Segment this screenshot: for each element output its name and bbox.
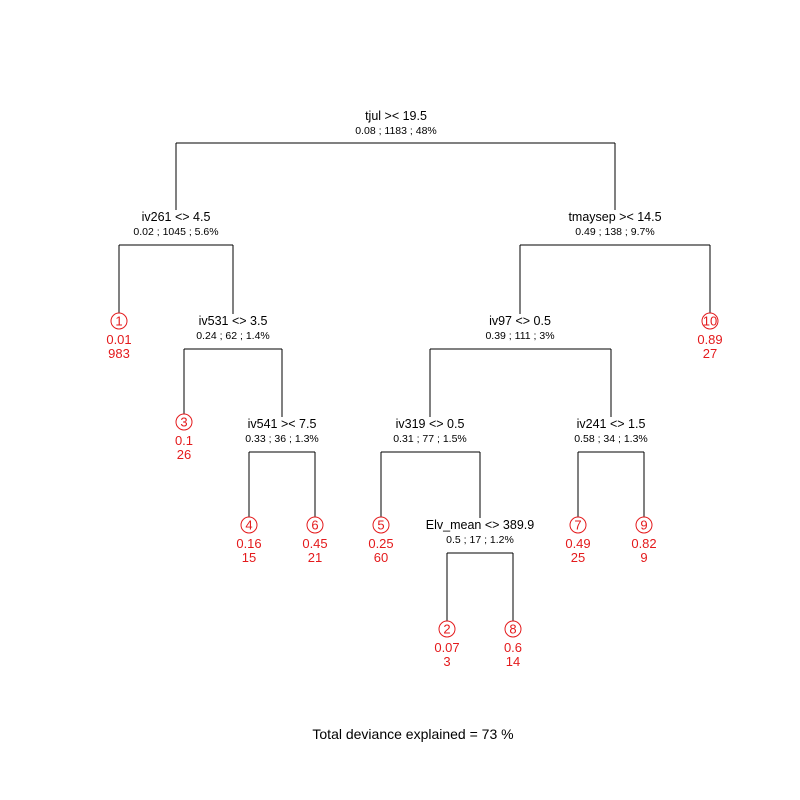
leaf-value-6: 0.45 bbox=[302, 536, 327, 551]
leaf-id-6: 6 bbox=[311, 518, 318, 533]
leaf-circle-9 bbox=[635, 516, 653, 534]
leaf-count-7: 25 bbox=[571, 550, 585, 565]
split-condition-root: tjul >< 19.5 bbox=[365, 109, 427, 123]
leaf-node-2: 2 0.073 bbox=[434, 620, 460, 669]
leaf-value-8: 0.6 bbox=[504, 640, 522, 655]
leaf-value-9: 0.82 bbox=[631, 536, 656, 551]
leaf-count-8: 14 bbox=[506, 654, 520, 669]
split-stats-iv97: 0.39 ; 111 ; 3% bbox=[485, 330, 554, 342]
split-stats-iv241: 0.58 ; 34 ; 1.3% bbox=[574, 433, 648, 445]
leaf-node-8: 8 0.614 bbox=[504, 620, 522, 669]
split-condition-iv531: iv531 <> 3.5 bbox=[199, 314, 268, 328]
leaf-circle-1 bbox=[110, 312, 128, 330]
leaf-count-4: 15 bbox=[242, 550, 256, 565]
leaf-id-4: 4 bbox=[245, 518, 252, 533]
split-condition-tmay: tmaysep >< 14.5 bbox=[568, 210, 661, 224]
split-node-iv97: iv97 <> 0.5 0.39 ; 111 ; 3% bbox=[485, 314, 554, 342]
leaf-id-7: 7 bbox=[574, 518, 581, 533]
split-stats-iv541: 0.33 ; 36 ; 1.3% bbox=[245, 433, 319, 445]
split-stats-iv261: 0.02 ; 1045 ; 5.6% bbox=[133, 226, 218, 238]
leaf-count-10: 27 bbox=[703, 346, 717, 361]
leaf-id-3: 3 bbox=[180, 415, 187, 430]
split-condition-iv97: iv97 <> 0.5 bbox=[489, 314, 551, 328]
split-stats-iv319: 0.31 ; 77 ; 1.5% bbox=[393, 433, 467, 445]
leaf-id-8: 8 bbox=[509, 622, 516, 637]
leaf-value-2: 0.07 bbox=[434, 640, 459, 655]
leaf-circle-6 bbox=[306, 516, 324, 534]
leaf-value-7: 0.49 bbox=[565, 536, 590, 551]
split-condition-iv319: iv319 <> 0.5 bbox=[396, 417, 465, 431]
leaf-id-9: 9 bbox=[640, 518, 647, 533]
leaf-count-5: 60 bbox=[374, 550, 388, 565]
leaf-value-10: 0.89 bbox=[697, 332, 722, 347]
leaf-count-3: 26 bbox=[177, 447, 191, 462]
leaf-id-2: 2 bbox=[443, 622, 450, 637]
leaf-circle-5 bbox=[372, 516, 390, 534]
leaf-count-1: 983 bbox=[108, 346, 130, 361]
leaf-count-2: 3 bbox=[443, 654, 450, 669]
split-node-elv: Elv_mean <> 389.9 0.5 ; 17 ; 1.2% bbox=[426, 518, 534, 546]
split-stats-elv: 0.5 ; 17 ; 1.2% bbox=[446, 534, 514, 546]
leaf-circle-2 bbox=[438, 620, 456, 638]
leaf-count-6: 21 bbox=[308, 550, 322, 565]
leaf-value-3: 0.1 bbox=[175, 433, 193, 448]
split-node-iv531: iv531 <> 3.5 0.24 ; 62 ; 1.4% bbox=[196, 314, 270, 342]
leaf-node-9: 90.829 bbox=[631, 516, 657, 565]
leaf-circle-3 bbox=[175, 413, 193, 431]
tree-edges bbox=[118, 142, 711, 621]
leaf-id-1: 1 bbox=[115, 314, 122, 329]
split-condition-iv261: iv261 <> 4.5 bbox=[142, 210, 211, 224]
split-node-tmay: tmaysep >< 14.5 0.49 ; 138 ; 9.7% bbox=[568, 210, 661, 238]
split-stats-tmay: 0.49 ; 138 ; 9.7% bbox=[575, 226, 654, 238]
leaf-id-10: 10 bbox=[703, 314, 717, 329]
split-stats-root: 0.08 ; 1183 ; 48% bbox=[355, 125, 437, 137]
leaf-circle-7 bbox=[569, 516, 587, 534]
split-node-iv319: iv319 <> 0.5 0.31 ; 77 ; 1.5% bbox=[393, 417, 467, 445]
leaf-circle-8 bbox=[504, 620, 522, 638]
split-condition-iv241: iv241 <> 1.5 bbox=[577, 417, 646, 431]
split-node-iv261: iv261 <> 4.5 0.02 ; 1045 ; 5.6% bbox=[133, 210, 218, 238]
leaf-value-5: 0.25 bbox=[368, 536, 393, 551]
split-condition-iv541: iv541 >< 7.5 bbox=[248, 417, 317, 431]
leaf-id-5: 5 bbox=[377, 518, 384, 533]
leaf-value-1: 0.01 bbox=[106, 332, 131, 347]
leaf-value-4: 0.16 bbox=[236, 536, 261, 551]
split-node-iv241: iv241 <> 1.5 0.58 ; 34 ; 1.3% bbox=[574, 417, 648, 445]
leaf-count-9: 9 bbox=[640, 550, 647, 565]
split-node-root: tjul >< 19.5 0.08 ; 1183 ; 48% bbox=[355, 109, 437, 137]
tree-nodes: tjul >< 19.5 0.08 ; 1183 ; 48% iv261 <> 4.… bbox=[106, 109, 722, 669]
split-condition-elv: Elv_mean <> 389.9 bbox=[426, 518, 534, 532]
split-stats-iv531: 0.24 ; 62 ; 1.4% bbox=[196, 330, 270, 342]
leaf-node-3: 3 0.126 bbox=[175, 413, 193, 462]
split-node-iv541: iv541 >< 7.5 0.33 ; 36 ; 1.3% bbox=[245, 417, 319, 445]
total-deviance-footer: Total deviance explained = 73 % bbox=[312, 726, 513, 742]
leaf-circle-10 bbox=[701, 312, 719, 330]
leaf-circle-4 bbox=[240, 516, 258, 534]
